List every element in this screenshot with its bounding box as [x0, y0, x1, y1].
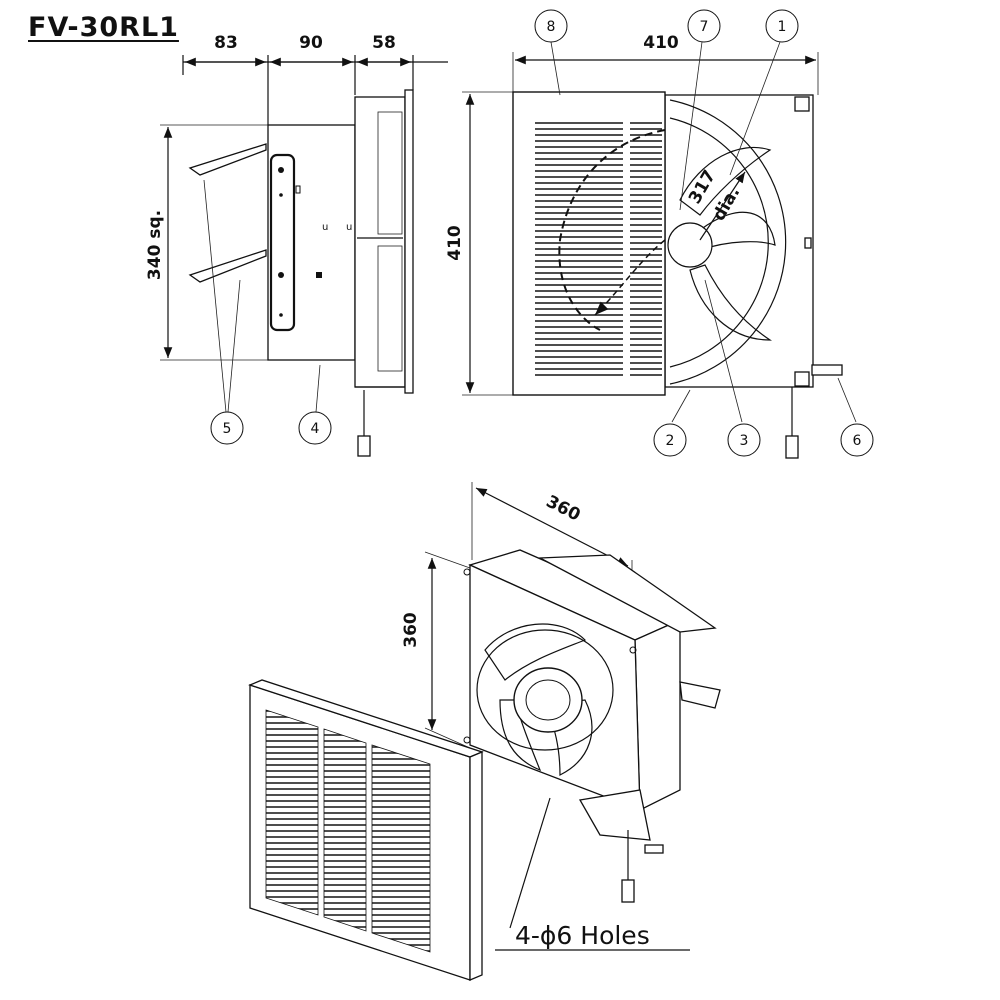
iso-width-dim: 360 — [543, 492, 584, 526]
callouts-front: 8 7 1 2 3 6 — [534, 9, 874, 457]
depth-dim-1: 83 — [214, 33, 238, 53]
callout-5: 5 — [223, 421, 232, 437]
callout-1: 1 — [778, 19, 787, 35]
svg-text:u: u — [346, 222, 352, 233]
front-view: 410 410 — [445, 30, 843, 459]
holes-callout: 4-ϕ6 Holes — [495, 797, 690, 951]
callout-4: 4 — [311, 421, 320, 437]
callout-2: 2 — [666, 433, 675, 449]
height-dim-side: 340 sq. — [145, 210, 165, 280]
callout-7: 7 — [700, 19, 709, 35]
depth-dim-2: 90 — [299, 33, 323, 53]
holes-label: 4-ϕ6 Holes — [515, 921, 650, 950]
callout-3: 3 — [740, 433, 749, 449]
front-height-dim: 410 — [445, 225, 465, 261]
svg-text:u: u — [322, 222, 328, 233]
depth-dim-3: 58 — [372, 33, 396, 53]
side-view: 83 90 58 340 sq. u u — [145, 33, 448, 457]
callout-6: 6 — [853, 433, 862, 449]
callout-8: 8 — [547, 19, 556, 35]
isometric-view: 360 360 — [248, 482, 721, 981]
callouts-side: 5 4 — [203, 179, 332, 445]
model-title: FV-30RL1 — [28, 12, 179, 43]
front-width-dim: 410 — [643, 33, 679, 53]
iso-height-dim: 360 — [401, 612, 421, 648]
